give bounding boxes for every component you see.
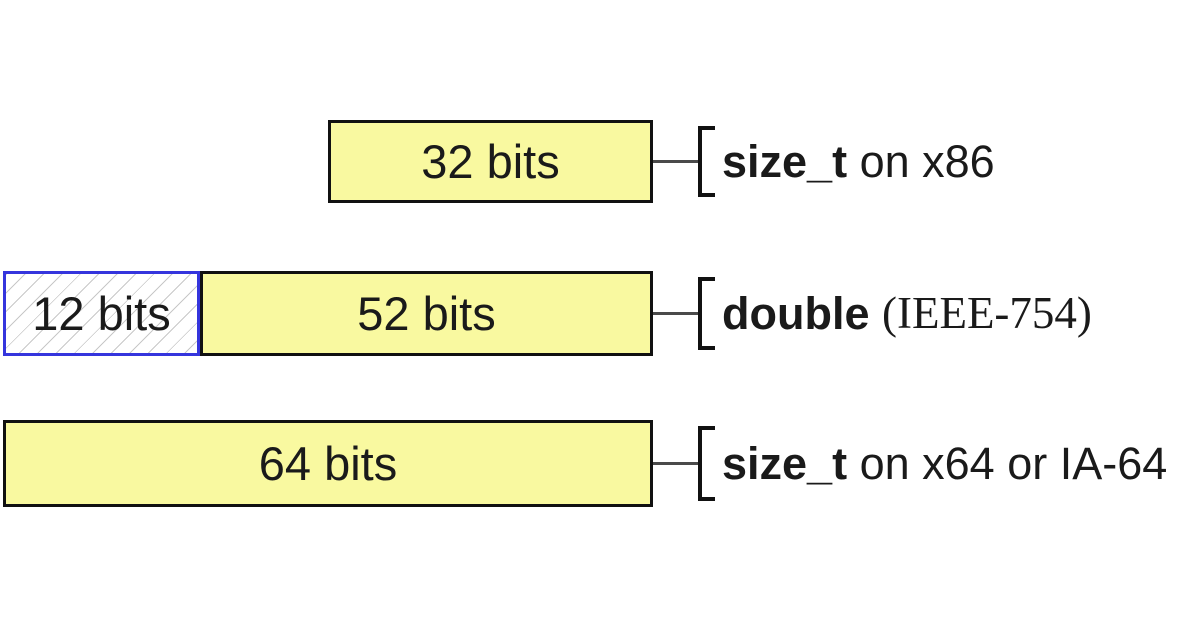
row-size-t-x86: 32 bits size_t on x86 [0,120,1200,203]
annotation-label: size_t on x64 or IA-64 [722,420,1167,507]
connector-line [653,311,698,315]
row-size-t-x64: 64 bits size_t on x64 or IA-64 [0,420,1200,507]
annotation-serif-text: (IEEE-754) [882,288,1092,338]
bar-label: 32 bits [421,135,560,188]
bracket-icon [698,426,715,501]
bar-label: 12 bits [32,287,171,340]
row-double-ieee754: 12 bits 52 bits double (IEEE-754) [0,271,1200,356]
annotation-text: on x86 [847,136,995,187]
connector-line [653,461,698,465]
bracket-icon [698,126,715,197]
connector-line [653,159,698,163]
bar-64bits: 64 bits [3,420,653,507]
bar-label: 64 bits [258,437,398,490]
bar-12bits-hatched: 12 bits [3,271,200,356]
type-name: size_t [722,136,848,187]
bar-label: 52 bits [357,287,496,340]
bracket-icon [698,277,715,350]
type-name: double [722,288,870,339]
bar-32bits: 32 bits [328,120,653,203]
type-name: size_t [722,438,848,489]
annotation-text: on x64 or IA-64 [847,438,1168,489]
annotation-text [869,291,882,336]
annotation-label: double (IEEE-754) [722,271,1092,356]
bar-52bits: 52 bits [200,271,653,356]
annotation-label: size_t on x86 [722,120,995,203]
